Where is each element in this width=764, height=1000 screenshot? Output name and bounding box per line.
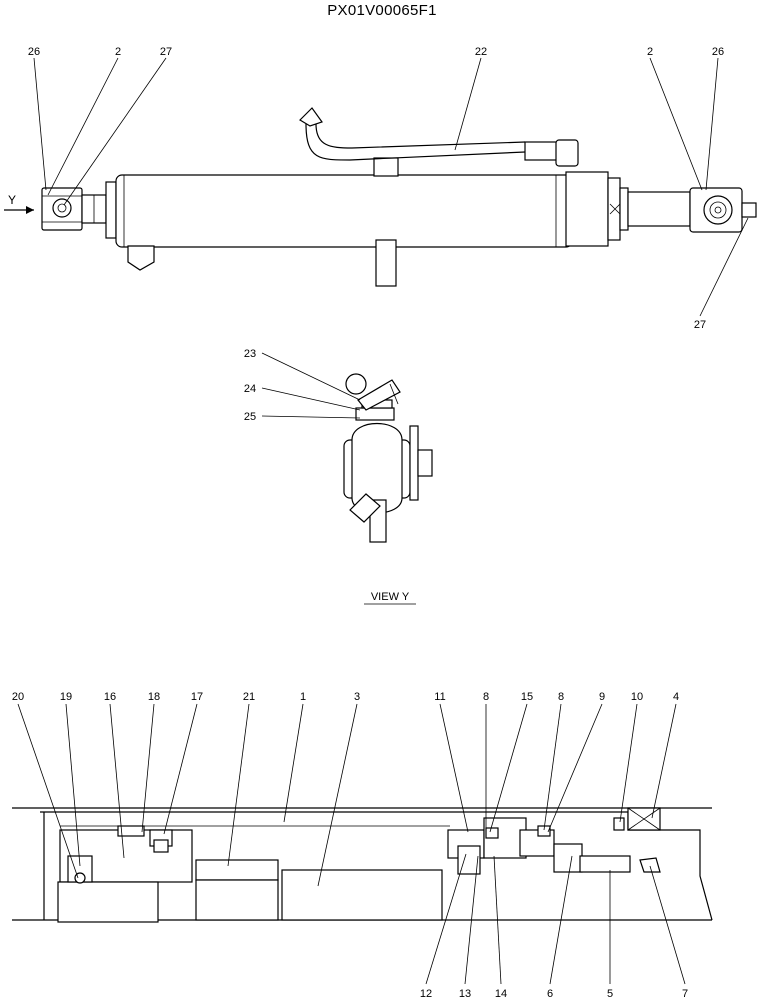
view-y-callouts: 23 24 25 <box>244 348 256 423</box>
callout-19: 19 <box>60 691 72 703</box>
section-top-callouts: 20 19 16 18 17 21 1 3 11 8 15 8 9 10 4 <box>12 691 679 703</box>
drawing-id: PX01V00065F1 <box>327 2 437 19</box>
section-bottom-leaders <box>425 853 686 985</box>
callout-11: 11 <box>434 691 445 703</box>
callout-23: 23 <box>244 348 256 360</box>
callout-25: 25 <box>244 411 256 423</box>
callout-21: 21 <box>243 691 255 703</box>
callout-26-left: 26 <box>28 46 40 58</box>
callout-4: 4 <box>673 691 679 703</box>
section-view <box>12 807 713 923</box>
callout-8-right: 8 <box>558 691 564 703</box>
view-y-drawing <box>343 373 433 543</box>
callout-2-right: 2 <box>647 46 653 58</box>
top-leaders <box>33 57 749 317</box>
callout-8-left: 8 <box>483 691 489 703</box>
callout-27-right: 27 <box>694 319 706 331</box>
view-y-caption: VIEW Y <box>371 591 410 603</box>
callout-22: 22 <box>475 46 487 58</box>
callout-12: 12 <box>420 988 432 1000</box>
callout-6: 6 <box>547 988 553 1000</box>
view-y-arrow-label: Y <box>8 193 16 207</box>
callout-13: 13 <box>459 988 471 1000</box>
callout-15: 15 <box>521 691 533 703</box>
callout-9: 9 <box>599 691 605 703</box>
cylinder-side-view: Y <box>4 107 757 287</box>
callout-3: 3 <box>354 691 360 703</box>
section-bottom-callouts: 12 13 14 6 5 7 <box>420 988 688 1000</box>
callout-14: 14 <box>495 988 507 1000</box>
callout-24: 24 <box>244 383 256 395</box>
callout-10: 10 <box>631 691 643 703</box>
top-callouts: 26 2 27 22 2 26 27 <box>28 46 724 331</box>
callout-16: 16 <box>104 691 116 703</box>
callout-20: 20 <box>12 691 24 703</box>
callout-26-right: 26 <box>712 46 724 58</box>
callout-17: 17 <box>191 691 203 703</box>
callout-18: 18 <box>148 691 160 703</box>
section-top-leaders <box>17 703 677 887</box>
callout-2-left: 2 <box>115 46 121 58</box>
callout-7: 7 <box>682 988 688 1000</box>
view-y-leaders <box>261 352 361 419</box>
callout-1: 1 <box>300 691 306 703</box>
callout-27-left: 27 <box>160 46 172 58</box>
callout-5: 5 <box>607 988 613 1000</box>
